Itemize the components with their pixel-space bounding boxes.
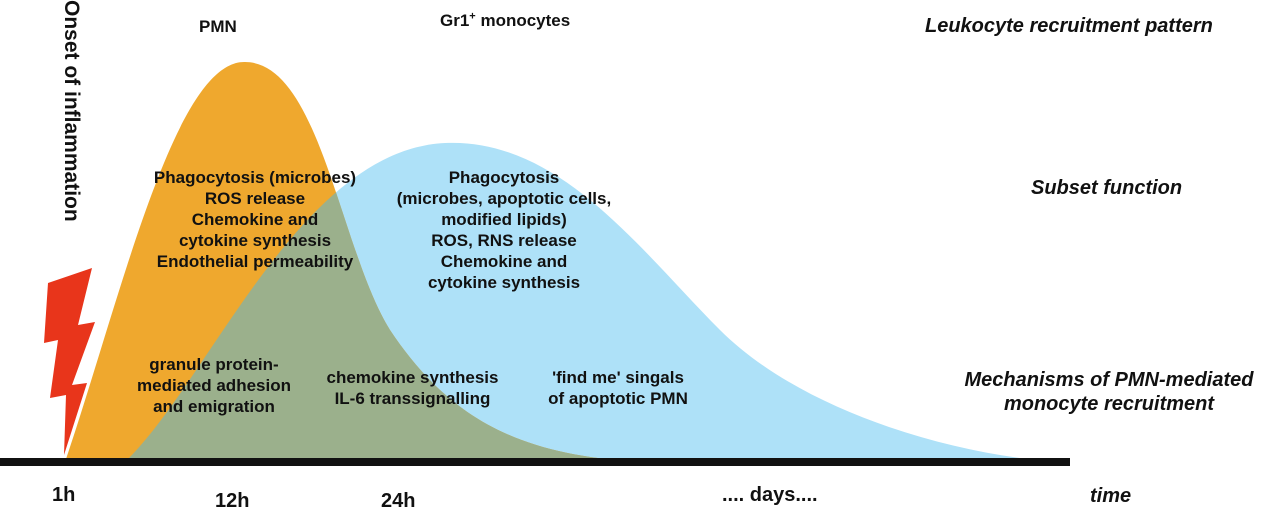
- monocyte-function-item: cytokine synthesis: [427, 273, 581, 292]
- right-label-function: Subset function: [1031, 177, 1183, 199]
- monocyte-function-item: (microbes, apoptotic cells,: [396, 189, 612, 208]
- mechanism-line: granule protein-: [149, 355, 279, 374]
- mechanism-line: of apoptotic PMN: [548, 389, 688, 408]
- tick-1h: 1h: [52, 484, 76, 506]
- pmn-function-item: Phagocytosis (microbes): [153, 168, 357, 187]
- onset-label: Onset of inflammation: [57, 0, 87, 250]
- mechanism-chemokine: chemokine synthesis IL-6 transsignalling: [305, 367, 520, 409]
- pmn-function-item: Chemokine and: [191, 210, 319, 229]
- mechanism-line: and emigration: [153, 397, 275, 416]
- mechanism-line: mediated adhesion: [137, 376, 291, 395]
- mechanisms-line-2: monocyte recruitment: [1003, 393, 1215, 415]
- monocyte-label-sup: +: [469, 10, 476, 23]
- monocyte-function-item: modified lipids): [441, 210, 567, 229]
- pmn-function-item: cytokine synthesis: [178, 231, 332, 250]
- monocyte-label: Gr1+ monocytes: [440, 10, 570, 31]
- right-label-mechanisms: Mechanisms of PMN-mediated monocyte recr…: [938, 368, 1280, 416]
- mechanism-findme: 'find me' singals of apoptotic PMN: [528, 367, 708, 409]
- mechanism-line: 'find me' singals: [552, 368, 684, 387]
- monocyte-label-main: Gr1: [440, 11, 470, 30]
- axis-label-time: time: [1090, 485, 1132, 507]
- monocyte-function-item: Phagocytosis: [448, 168, 560, 187]
- mechanisms-line-1: Mechanisms of PMN-mediated: [964, 369, 1254, 391]
- monocyte-function-list: Phagocytosis (microbes, apoptotic cells,…: [370, 167, 638, 293]
- right-label-pattern: Leukocyte recruitment pattern: [925, 15, 1213, 37]
- mechanism-line: IL-6 transsignalling: [334, 389, 491, 408]
- lightning-bolt-icon: [44, 268, 95, 455]
- mechanism-line: chemokine synthesis: [326, 368, 499, 387]
- pmn-label: PMN: [199, 17, 237, 36]
- mechanism-granule: granule protein- mediated adhesion and e…: [124, 354, 304, 417]
- onset-label-text: Onset of inflammation: [60, 0, 83, 222]
- monocyte-label-rest: monocytes: [475, 11, 571, 30]
- pmn-function-item: Endothelial permeability: [156, 252, 354, 271]
- tick-days: .... days....: [722, 484, 818, 506]
- monocyte-function-item: ROS, RNS release: [431, 231, 577, 250]
- pmn-function-item: ROS release: [204, 189, 306, 208]
- time-axis: [0, 458, 1070, 466]
- tick-12h: 12h: [215, 490, 250, 512]
- monocyte-function-item: Chemokine and: [440, 252, 568, 271]
- tick-24h: 24h: [381, 490, 416, 512]
- pmn-function-list: Phagocytosis (microbes) ROS release Chem…: [126, 167, 384, 272]
